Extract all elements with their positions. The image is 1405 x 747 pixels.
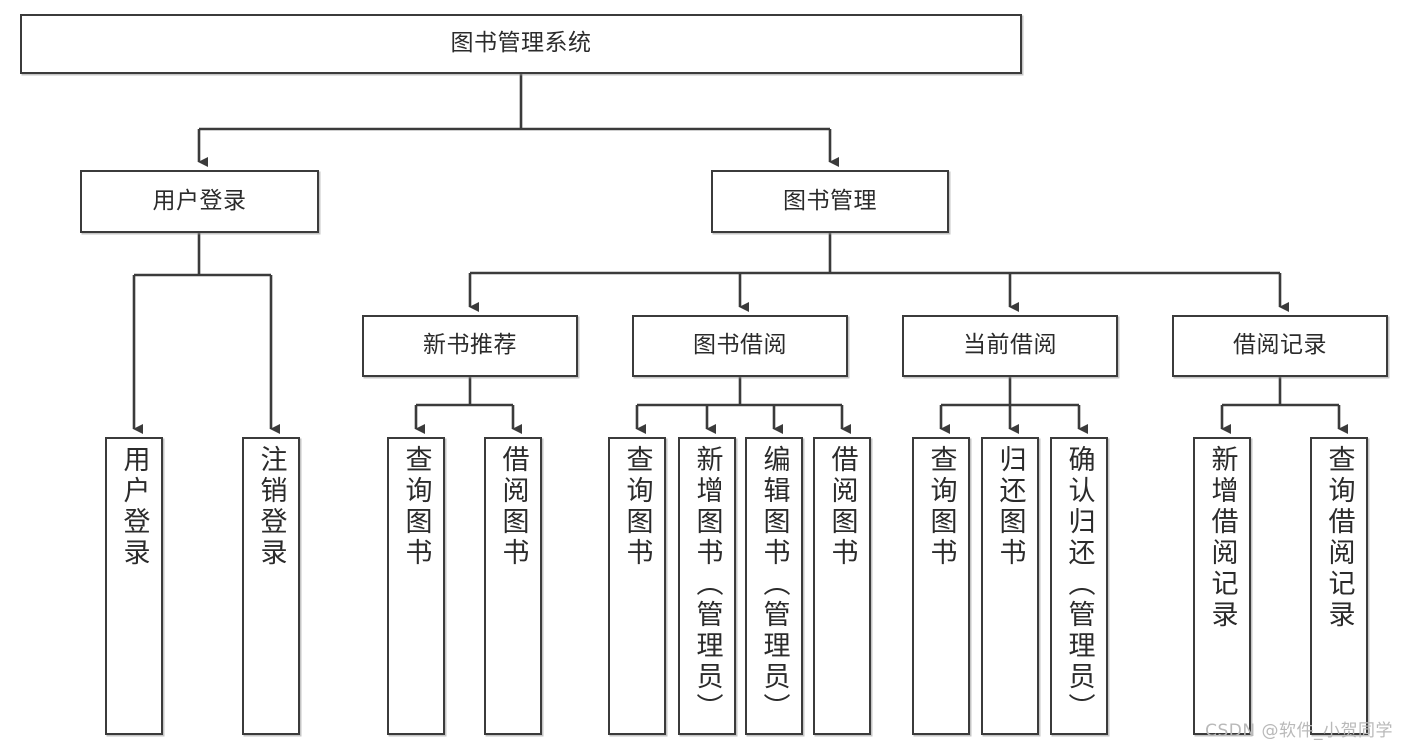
node-book-borrow[interactable]: 图书借阅 [632,315,848,377]
node-current-borrow[interactable]: 当前借阅 [902,315,1118,377]
leaf-borrow-book[interactable]: 借阅图书 [813,437,871,735]
node-label: 查询图书 [621,445,653,569]
leaf-borrow-book-recommend[interactable]: 借阅图书 [484,437,542,735]
node-label: 注销登录 [255,445,287,569]
node-label: 查询借阅记录 [1323,445,1355,631]
node-label: 图书借阅 [693,332,787,359]
node-label: 用户登录 [118,445,150,569]
node-label: 查询图书 [925,445,957,569]
node-new-book-recommend[interactable]: 新书推荐 [362,315,578,377]
leaf-query-book-recommend[interactable]: 查询图书 [387,437,445,735]
leaf-logout[interactable]: 注销登录 [242,437,300,735]
leaf-add-borrow-record[interactable]: 新增借阅记录 [1193,437,1251,735]
node-borrow-records[interactable]: 借阅记录 [1172,315,1388,377]
node-label: 新书推荐 [423,332,517,359]
node-book-management[interactable]: 图书管理 [711,170,949,233]
leaf-user-login[interactable]: 用户登录 [105,437,163,735]
leaf-query-book-borrow[interactable]: 查询图书 [608,437,666,735]
node-label: 借阅图书 [497,445,529,569]
node-label: 确认归还（管理员） [1063,445,1095,724]
node-label: 图书管理系统 [450,30,592,57]
node-label: 编辑图书（管理员） [758,445,790,724]
node-label: 当前借阅 [963,332,1057,359]
node-label: 用户登录 [152,187,247,214]
node-label: 归还图书 [994,445,1026,569]
node-book-management-system[interactable]: 图书管理系统 [20,14,1022,74]
node-label: 借阅图书 [826,445,858,569]
leaf-query-borrow-record[interactable]: 查询借阅记录 [1310,437,1368,735]
leaf-add-book-admin[interactable]: 新增图书（管理员） [678,437,736,735]
node-label: 借阅记录 [1233,332,1327,359]
node-user-login[interactable]: 用户登录 [80,170,319,233]
leaf-edit-book-admin[interactable]: 编辑图书（管理员） [745,437,803,735]
node-label: 新增借阅记录 [1206,445,1238,631]
node-label: 图书管理 [783,187,877,214]
node-label: 查询图书 [400,445,432,569]
leaf-confirm-return-admin[interactable]: 确认归还（管理员） [1050,437,1108,735]
leaf-query-book-current[interactable]: 查询图书 [912,437,970,735]
node-label: 新增图书（管理员） [691,445,723,724]
leaf-return-book[interactable]: 归还图书 [981,437,1039,735]
